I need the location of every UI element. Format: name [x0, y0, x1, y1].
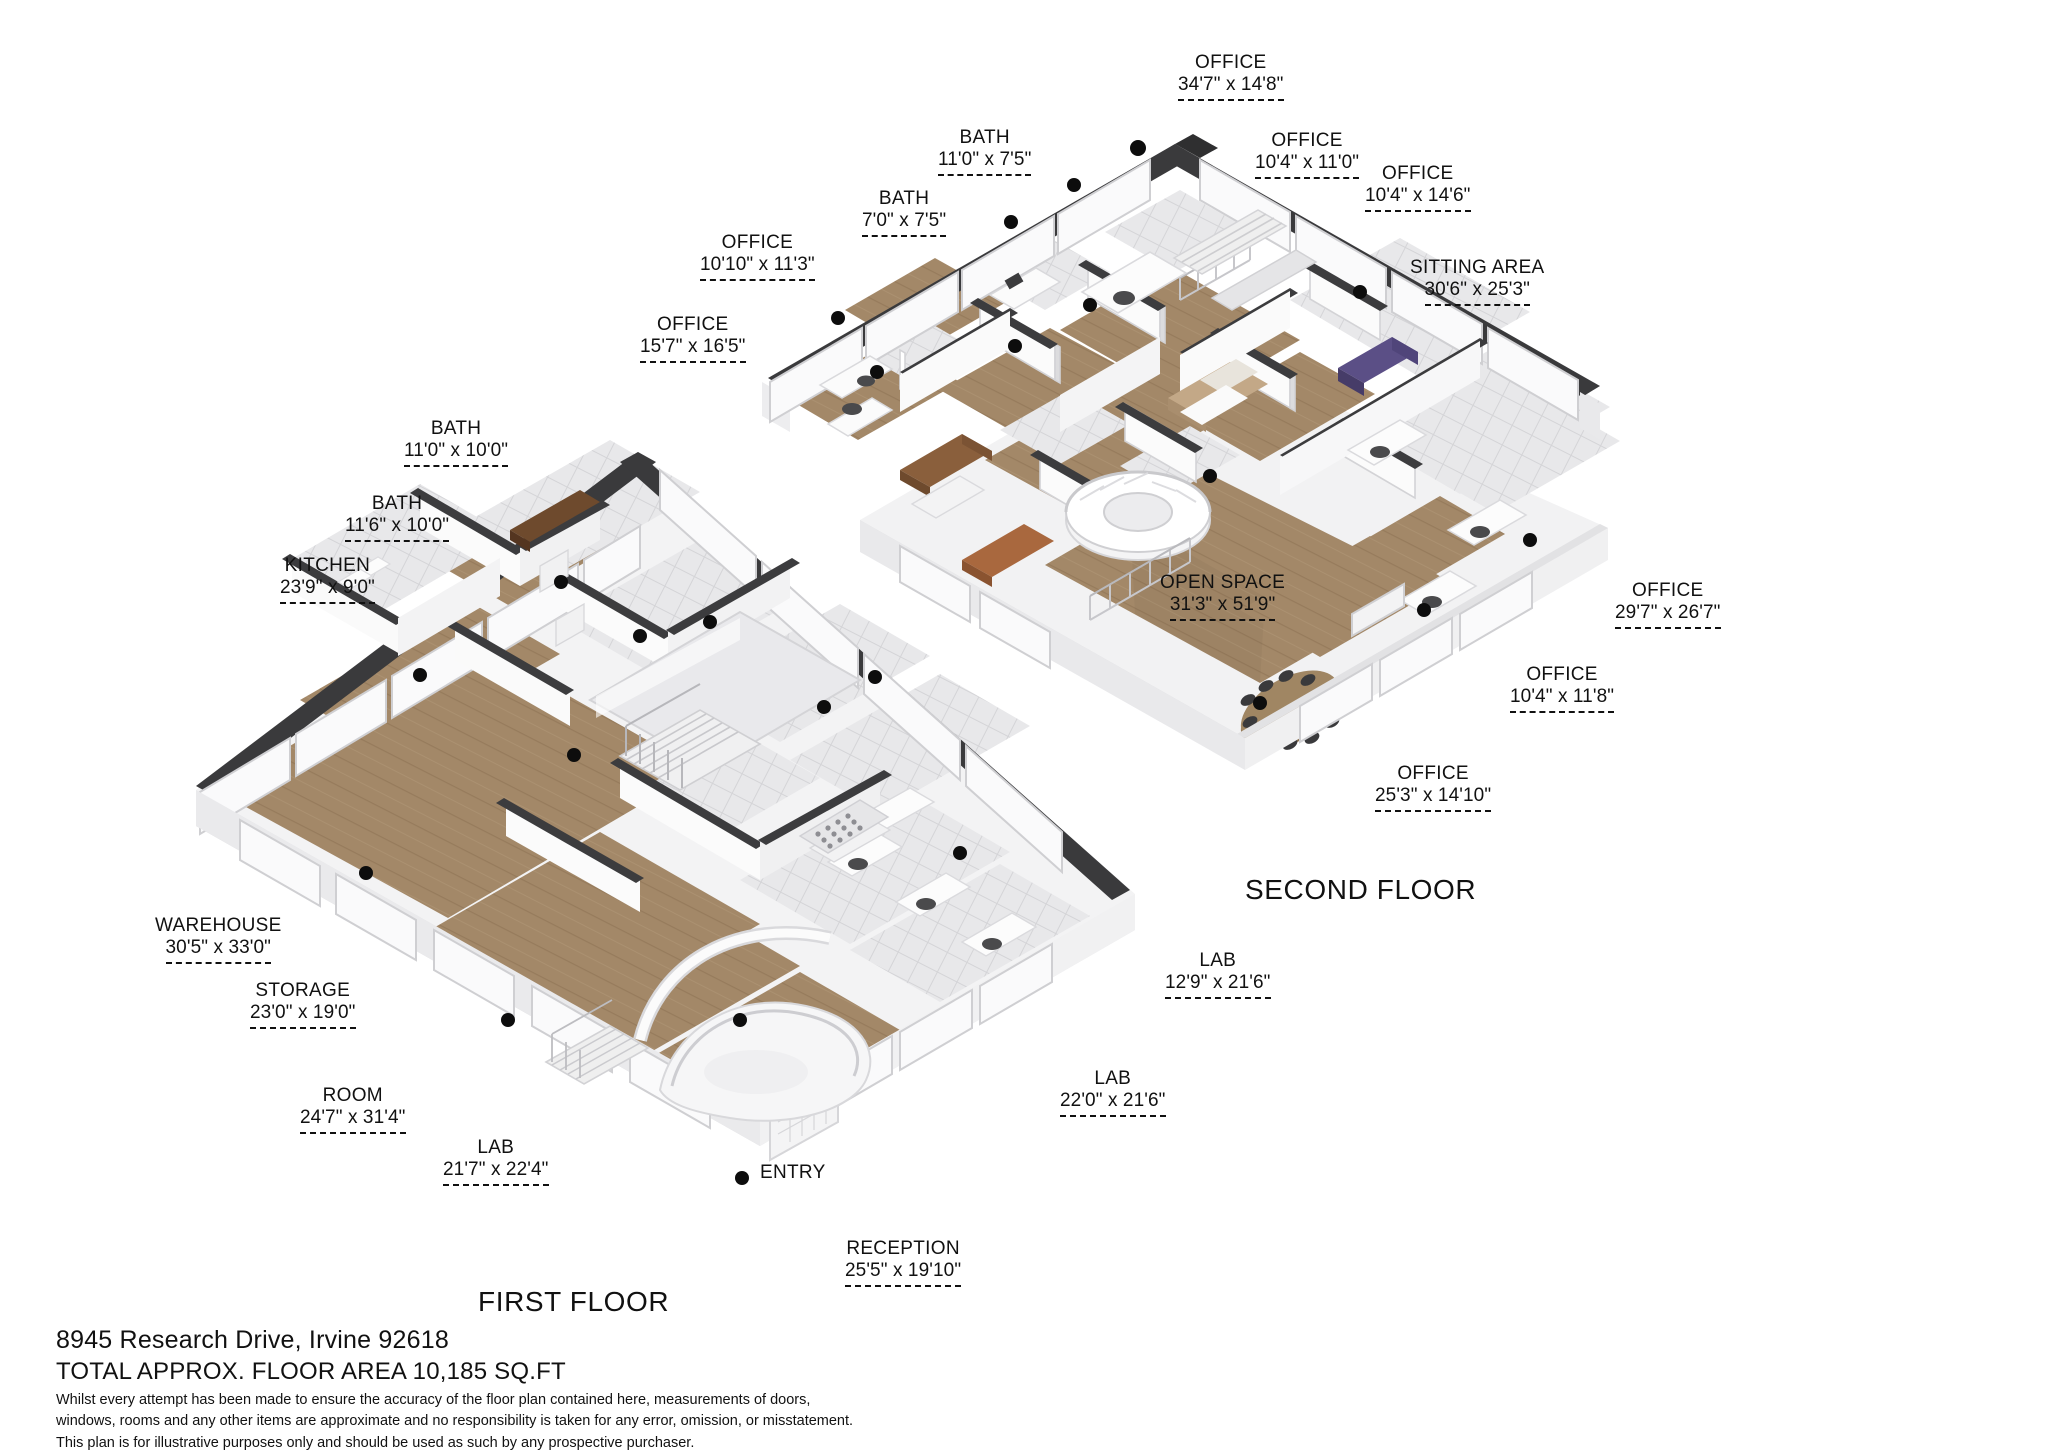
label-open-space: OPEN SPACE 31'3" x 51'9": [1160, 572, 1285, 621]
disclaimer-line-1: Whilst every attempt has been made to en…: [56, 1392, 811, 1408]
lab-equipment-grid: [798, 799, 890, 854]
property-address: 8945 Research Drive, Irvine 92618: [56, 1326, 449, 1354]
room-dimensions: 10'10" x 11'3": [700, 254, 815, 281]
second-floor-interior-walls: [900, 291, 1480, 495]
room-name: WAREHOUSE: [155, 915, 282, 936]
room-dimensions: 11'0" x 10'0": [404, 440, 509, 467]
room-name: SITTING AREA: [1410, 257, 1545, 278]
room-name: ENTRY: [760, 1162, 826, 1183]
room-name: LAB: [1094, 1068, 1132, 1089]
room-dimensions: 25'3" x 14'10": [1375, 785, 1492, 812]
room-name: OFFICE: [1382, 163, 1454, 184]
first-floor-furniture: [336, 490, 1038, 957]
total-floor-area: TOTAL APPROX. FLOOR AREA 10,185 SQ.FT: [56, 1358, 566, 1385]
room-name: BATH: [959, 127, 1010, 148]
room-dimensions: 23'9" x 9'0": [280, 577, 375, 604]
room-dimensions: 24'7" x 31'4": [300, 1107, 406, 1134]
reception-curved-wall: [633, 926, 832, 1042]
label-first-bath-11x10-6: BATH 11'6" x 10'0": [345, 493, 450, 542]
disclaimer-line-3: This plan is for illustrative purposes o…: [56, 1434, 695, 1451]
room-name: LAB: [1199, 950, 1237, 971]
room-name: OFFICE: [657, 314, 729, 335]
label-second-office-10x11-8: OFFICE 10'4" x 11'8": [1510, 664, 1615, 713]
label-second-bath-11x7: BATH 11'0" x 7'5": [938, 127, 1032, 176]
label-second-office-15x16: OFFICE 15'7" x 16'5": [640, 314, 746, 363]
label-first-bath-11x10: BATH 11'0" x 10'0": [404, 418, 509, 467]
label-second-office-29x26: OFFICE 29'7" x 26'7": [1615, 580, 1721, 629]
room-name: BATH: [371, 493, 423, 514]
room-dimensions: 30'5" x 33'0": [165, 937, 272, 964]
room-dimensions: 10'4" x 11'8": [1510, 686, 1615, 713]
second-floor-markers: [831, 140, 1537, 710]
room-name: ROOM: [322, 1085, 383, 1106]
room-name: KITCHEN: [284, 555, 371, 576]
label-lab-21x22: LAB 21'7" x 22'4": [443, 1137, 549, 1186]
room-name: OFFICE: [1271, 130, 1343, 151]
room-dimensions: 29'7" x 26'7": [1615, 602, 1721, 629]
label-second-office-10x11-3: OFFICE 10'10" x 11'3": [700, 232, 815, 281]
room-dimensions: 10'4" x 11'0": [1255, 152, 1360, 179]
first-floor-title: FIRST FLOOR: [478, 1286, 670, 1317]
room-name: STORAGE: [255, 980, 351, 1001]
room-dimensions: 10'4" x 14'6": [1365, 185, 1471, 212]
first-floor-stair-2: [544, 999, 650, 1085]
room-name: OFFICE: [1632, 580, 1704, 601]
label-second-office-25x14: OFFICE 25'3" x 14'10": [1375, 763, 1492, 812]
room-dimensions: 15'7" x 16'5": [640, 336, 746, 363]
label-second-bath-7x7: BATH 7'0" x 7'5": [862, 188, 947, 237]
room-dimensions: 12'9" x 21'6": [1165, 972, 1271, 999]
second-floor-stair-flight: [1172, 209, 1318, 311]
footer-block: 8945 Research Drive, Irvine 92618 TOTAL …: [56, 1326, 853, 1454]
room-dimensions: 23'0" x 19'0": [250, 1002, 356, 1029]
label-reception: RECEPTION 25'5" x 19'10": [845, 1238, 962, 1287]
second-floor-left-glazing: [769, 158, 1151, 424]
room-dimensions: 11'6" x 10'0": [345, 515, 450, 542]
label-lab-22x21: LAB 22'0" x 21'6": [1060, 1068, 1166, 1117]
label-room: ROOM 24'7" x 31'4": [300, 1085, 406, 1134]
room-name: LAB: [477, 1137, 515, 1158]
room-name: OFFICE: [1195, 52, 1267, 73]
room-name: BATH: [878, 188, 930, 209]
warehouse-floor: [215, 640, 700, 918]
label-storage: STORAGE 23'0" x 19'0": [250, 980, 356, 1029]
room-name: OPEN SPACE: [1160, 572, 1286, 593]
label-entry: ENTRY: [760, 1162, 826, 1184]
disclaimer-line-2: windows, rooms and any other items are a…: [56, 1413, 854, 1430]
room-name: OFFICE: [1397, 763, 1469, 784]
room-dimensions: 7'0" x 7'5": [862, 210, 947, 237]
second-floor-spiral-stair: [1064, 470, 1212, 561]
label-kitchen: KITCHEN 23'9" x 9'0": [280, 555, 375, 604]
label-second-office-10x14: OFFICE 10'4" x 14'6": [1365, 163, 1471, 212]
first-floor-markers: [359, 575, 967, 1185]
reception-desk: [658, 1001, 872, 1122]
label-second-office-10x11: OFFICE 10'4" x 11'0": [1255, 130, 1360, 179]
room-name: OFFICE: [1526, 664, 1598, 685]
second-floor-title: SECOND FLOOR: [1245, 874, 1477, 905]
room-dimensions: 22'0" x 21'6": [1060, 1090, 1166, 1117]
first-floor-stair: [618, 683, 762, 791]
room-dimensions: 31'3" x 51'9": [1169, 594, 1276, 621]
room-name: RECEPTION: [846, 1238, 960, 1259]
label-sitting-area: SITTING AREA 30'6" x 25'3": [1410, 257, 1545, 306]
label-lab-12x21: LAB 12'9" x 21'6": [1165, 950, 1271, 999]
label-warehouse: WAREHOUSE 30'5" x 33'0": [155, 915, 282, 964]
label-second-office-34x14: OFFICE 34'7" x 14'8": [1178, 52, 1284, 101]
room-dimensions: 25'5" x 19'10": [845, 1260, 962, 1287]
room-dimensions: 21'7" x 22'4": [443, 1159, 549, 1186]
room-name: OFFICE: [721, 232, 794, 253]
room-dimensions: 11'0" x 7'5": [938, 149, 1032, 176]
room-dimensions: 34'7" x 14'8": [1178, 74, 1284, 101]
room-dimensions: 30'6" x 25'3": [1424, 279, 1531, 306]
room-name: BATH: [430, 418, 482, 439]
